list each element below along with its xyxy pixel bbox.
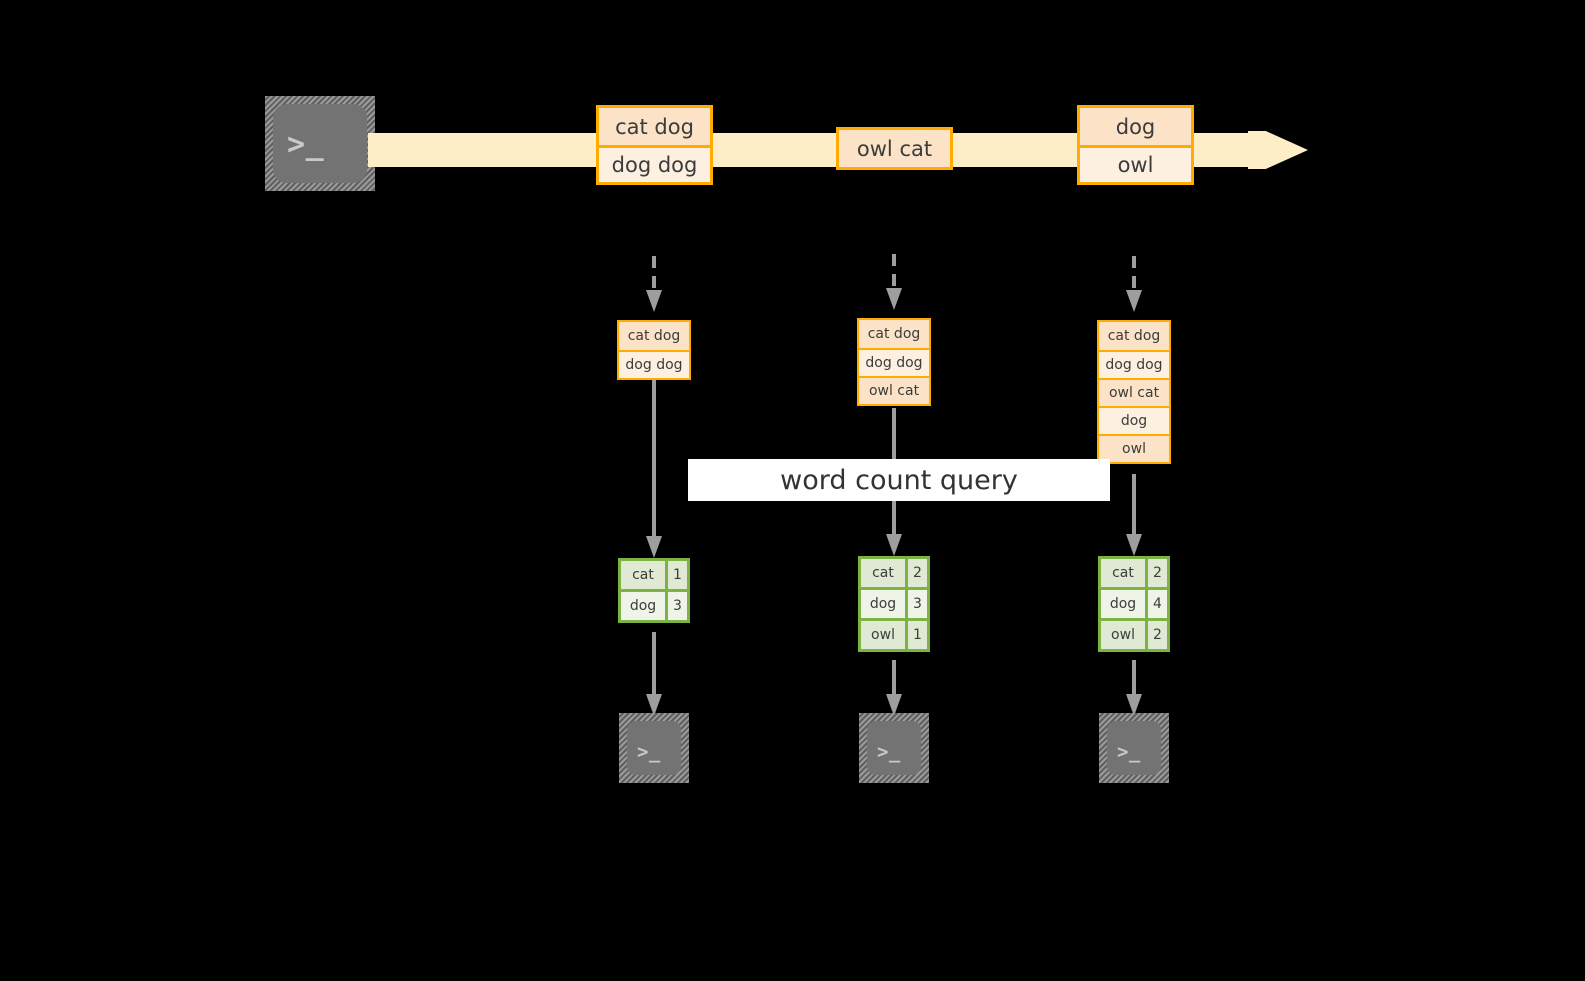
snapshot-record-row: dog — [1099, 406, 1169, 434]
snapshot-record-row: cat dog — [1099, 322, 1169, 350]
cell-count: 2 — [905, 559, 927, 587]
snapshot-record-row: cat dog — [859, 320, 929, 348]
cell-word: dog — [621, 592, 665, 620]
terminal-prompt-glyph: >_ — [877, 741, 901, 763]
cell-count: 1 — [905, 621, 927, 649]
stream-record-row: cat dog — [599, 108, 710, 145]
cell-count: 2 — [1145, 621, 1167, 649]
query-label-band: word count query — [688, 459, 1110, 501]
source-terminal-icon: >_ — [265, 96, 375, 191]
snapshot-record-row: dog dog — [1099, 350, 1169, 378]
output-arrow-icon — [886, 660, 902, 718]
stream-record-row: owl — [1080, 145, 1191, 182]
table-row: dog 4 — [1101, 587, 1167, 618]
dashed-arrow-icon — [886, 254, 902, 312]
query-label-text: word count query — [780, 464, 1018, 496]
cell-count: 2 — [1145, 559, 1167, 587]
snapshot-record-row: owl cat — [1099, 378, 1169, 406]
table-row: dog 3 — [621, 589, 687, 620]
cell-count: 3 — [665, 592, 687, 620]
snapshot-record-row: dog dog — [619, 350, 689, 378]
table-row: cat 1 — [621, 561, 687, 589]
table-row: owl 1 — [861, 618, 927, 649]
cell-word: dog — [861, 590, 905, 618]
stream-record-row: dog dog — [599, 145, 710, 182]
output-arrow-icon — [1126, 660, 1142, 718]
cell-word: cat — [861, 559, 905, 587]
snapshot-record-group: cat dog dog dog owl cat dog owl — [1097, 320, 1171, 464]
sink-terminal-icon: >_ — [859, 713, 929, 783]
table-row: dog 3 — [861, 587, 927, 618]
terminal-screen: >_ — [273, 104, 367, 183]
terminal-screen: >_ — [867, 721, 921, 775]
cell-word: owl — [1101, 621, 1145, 649]
query-arrow-icon — [646, 380, 662, 560]
cell-word: cat — [621, 561, 665, 589]
terminal-prompt-glyph: >_ — [637, 741, 661, 763]
stream-record-group: dog owl — [1077, 105, 1194, 185]
word-count-result-table: cat 2 dog 3 owl 1 — [858, 556, 930, 652]
table-row: owl 2 — [1101, 618, 1167, 649]
table-row: cat 2 — [861, 559, 927, 587]
sink-terminal-icon: >_ — [1099, 713, 1169, 783]
word-count-result-table: cat 1 dog 3 — [618, 558, 690, 623]
terminal-screen: >_ — [1107, 721, 1161, 775]
terminal-prompt-glyph: >_ — [1117, 741, 1141, 763]
cell-count: 3 — [905, 590, 927, 618]
cell-word: dog — [1101, 590, 1145, 618]
dashed-arrow-icon — [1126, 256, 1142, 314]
stream-record-row: owl cat — [839, 130, 950, 167]
cell-count: 1 — [665, 561, 687, 589]
snapshot-record-group: cat dog dog dog owl cat — [857, 318, 931, 406]
stream-record-row: dog — [1080, 108, 1191, 145]
snapshot-record-row: owl — [1099, 434, 1169, 462]
cell-word: cat — [1101, 559, 1145, 587]
stream-record-group: cat dog dog dog — [596, 105, 713, 185]
output-arrow-icon — [646, 632, 662, 718]
snapshot-record-row: dog dog — [859, 348, 929, 376]
cell-word: owl — [861, 621, 905, 649]
word-count-result-table: cat 2 dog 4 owl 2 — [1098, 556, 1170, 652]
snapshot-record-row: owl cat — [859, 376, 929, 404]
table-row: cat 2 — [1101, 559, 1167, 587]
cell-count: 4 — [1145, 590, 1167, 618]
query-arrow-icon — [1126, 474, 1142, 558]
terminal-screen: >_ — [627, 721, 681, 775]
terminal-prompt-glyph: >_ — [287, 127, 325, 162]
snapshot-record-row: cat dog — [619, 322, 689, 350]
stream-record-group: owl cat — [836, 127, 953, 170]
snapshot-record-group: cat dog dog dog — [617, 320, 691, 380]
sink-terminal-icon: >_ — [619, 713, 689, 783]
dashed-arrow-icon — [646, 256, 662, 314]
